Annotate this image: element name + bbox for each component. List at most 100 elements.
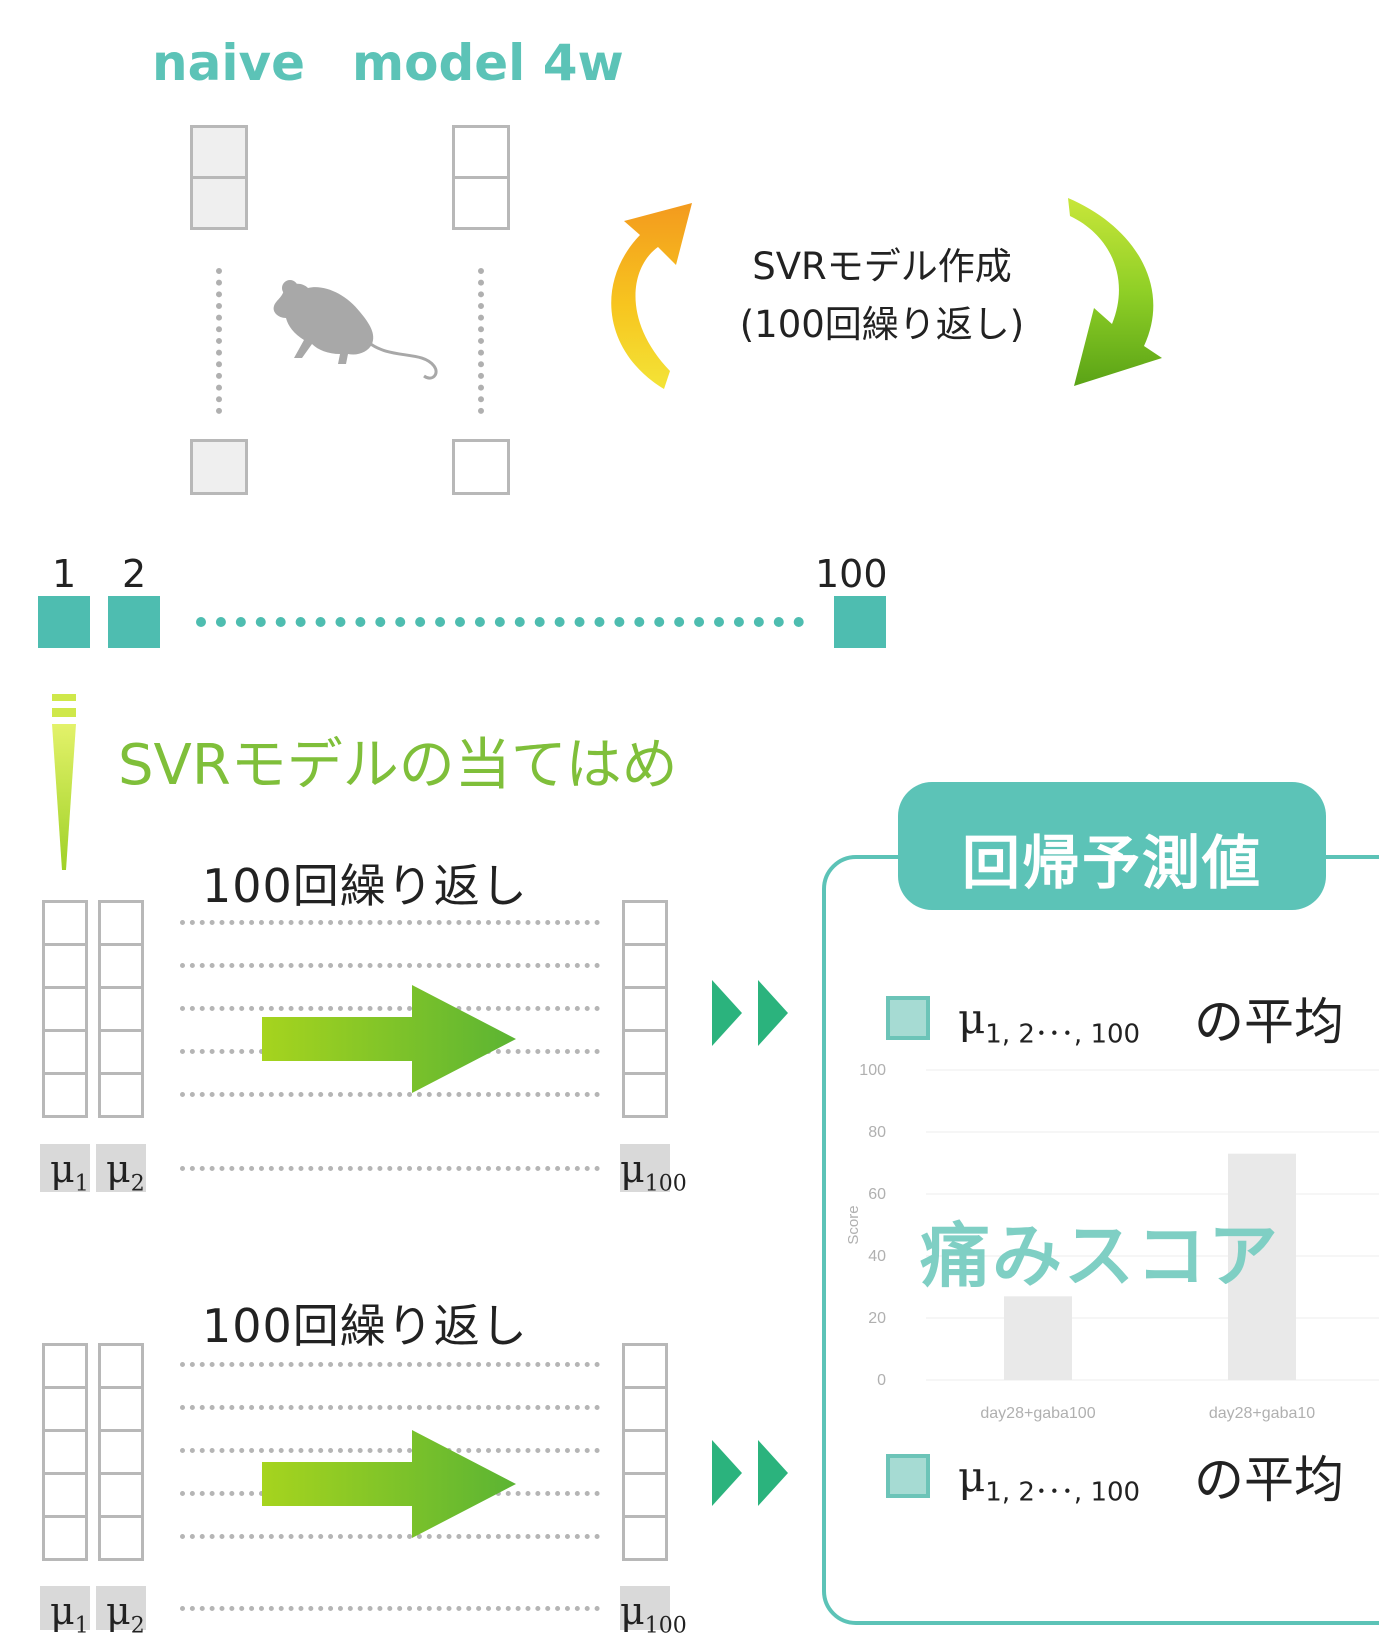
pain-score-overlay: 痛みスコア	[920, 1215, 1280, 1297]
sample-cell	[622, 986, 668, 1032]
sample-cell	[42, 1343, 88, 1389]
sample-cell	[622, 1515, 668, 1561]
naive-cell	[190, 176, 248, 230]
sample-cell	[42, 900, 88, 946]
naive-label: naive	[152, 34, 305, 92]
sample-cell	[98, 1386, 144, 1432]
sample-cell	[42, 1029, 88, 1075]
naive-dotted-line	[216, 268, 222, 414]
avg-tail: の平均	[1194, 993, 1344, 1051]
mu-box	[620, 1144, 670, 1192]
chart-bar	[1004, 1296, 1072, 1380]
mu-100: μ100	[620, 1147, 687, 1197]
model-index-1: 1	[52, 552, 77, 596]
sample-cell	[622, 1386, 668, 1432]
sample-cell	[98, 943, 144, 989]
sample-cell	[622, 1343, 668, 1389]
chart-bar	[1228, 1153, 1296, 1380]
next-arrows-icon	[712, 980, 788, 1046]
dotted-row	[180, 1006, 600, 1011]
chart-y-tick: 80	[868, 1124, 886, 1141]
repeat-label: 100回繰り返し	[202, 1299, 528, 1353]
sample-cell	[98, 1429, 144, 1475]
chart-category-label: day28+gaba100	[980, 1405, 1095, 1422]
sample-cell	[98, 1029, 144, 1075]
fit-arrow-icon	[262, 1430, 516, 1538]
model-4w-label: model 4w	[352, 34, 624, 92]
sample-cell	[42, 1072, 88, 1118]
sample-cell	[98, 1072, 144, 1118]
fit-arrow-icon	[262, 985, 516, 1093]
sample-cell	[98, 1472, 144, 1518]
dotted-row	[180, 1405, 600, 1410]
avg-tail: の平均	[1194, 1451, 1344, 1509]
sample-cell	[98, 1515, 144, 1561]
sample-cell	[42, 1429, 88, 1475]
model-cell	[452, 439, 510, 495]
model-cell	[452, 125, 510, 179]
sample-cell	[622, 900, 668, 946]
repeat-label: 100回繰り返し	[202, 859, 528, 913]
mu-box	[96, 1586, 146, 1630]
dotted-row	[180, 920, 600, 925]
dotted-row	[180, 1448, 600, 1453]
sample-cell	[42, 986, 88, 1032]
model-box	[38, 596, 90, 648]
model-dotted-line	[196, 617, 804, 627]
sample-cell	[622, 1429, 668, 1475]
mu-box	[40, 1144, 90, 1192]
avg-mu: μ1, 2･･･, 100	[958, 1452, 1141, 1508]
sample-cell	[42, 1386, 88, 1432]
model-index-100: 100	[815, 552, 888, 596]
sample-cell	[622, 1472, 668, 1518]
cycle-arrow-left-icon	[611, 203, 692, 389]
next-arrows-icon	[712, 1440, 788, 1506]
mu-box	[40, 1586, 90, 1630]
result-panel-title-tab	[898, 782, 1326, 910]
chart-y-tick: 40	[868, 1248, 886, 1265]
sample-cell	[98, 1343, 144, 1389]
chart-category-label: day28+gaba10	[1209, 1405, 1315, 1422]
model-index-2: 2	[122, 552, 147, 596]
model-cell	[452, 176, 510, 230]
dotted-row	[180, 1534, 600, 1539]
sample-cell	[622, 943, 668, 989]
cycle-text-line2: (100回繰り返し)	[739, 303, 1025, 346]
mu-2: μ2	[106, 1589, 145, 1639]
sample-cell	[622, 1029, 668, 1075]
mouse-icon	[273, 280, 438, 380]
sample-cell	[98, 900, 144, 946]
sample-cell	[98, 986, 144, 1032]
legend-square	[886, 1454, 930, 1498]
mu-100: μ100	[620, 1589, 687, 1639]
dotted-row	[180, 963, 600, 968]
chart-y-tick: 60	[868, 1186, 886, 1203]
model-box	[108, 596, 160, 648]
fit-label: SVRモデルの当てはめ	[118, 733, 678, 798]
mu-box	[96, 1144, 146, 1192]
chart-y-axis-label: Score	[845, 1205, 862, 1244]
mu-2: μ2	[106, 1147, 145, 1197]
mu-1: μ1	[50, 1589, 89, 1639]
sample-cell	[42, 1515, 88, 1561]
sample-cell	[42, 1472, 88, 1518]
chart-y-tick: 0	[877, 1372, 886, 1389]
naive-cell	[190, 439, 248, 495]
sample-cell	[622, 1072, 668, 1118]
mu-box	[620, 1586, 670, 1630]
result-panel-title: 回帰予測値	[961, 829, 1262, 897]
chart-y-tick: 20	[868, 1310, 886, 1327]
avg-mu: μ1, 2･･･, 100	[958, 994, 1141, 1050]
model-box	[834, 596, 886, 648]
mu-dotted-row	[180, 1166, 600, 1171]
naive-cell	[190, 125, 248, 179]
mu-1: μ1	[50, 1147, 89, 1197]
sample-cell	[42, 943, 88, 989]
model-dotted-line	[478, 268, 484, 414]
cycle-text-line1: SVRモデル作成	[752, 245, 1012, 288]
cycle-arrow-right-icon	[1068, 198, 1162, 386]
chart-y-tick: 100	[859, 1062, 886, 1079]
mu-dotted-row	[180, 1606, 600, 1611]
dotted-row	[180, 1362, 600, 1367]
dotted-row	[180, 1092, 600, 1097]
